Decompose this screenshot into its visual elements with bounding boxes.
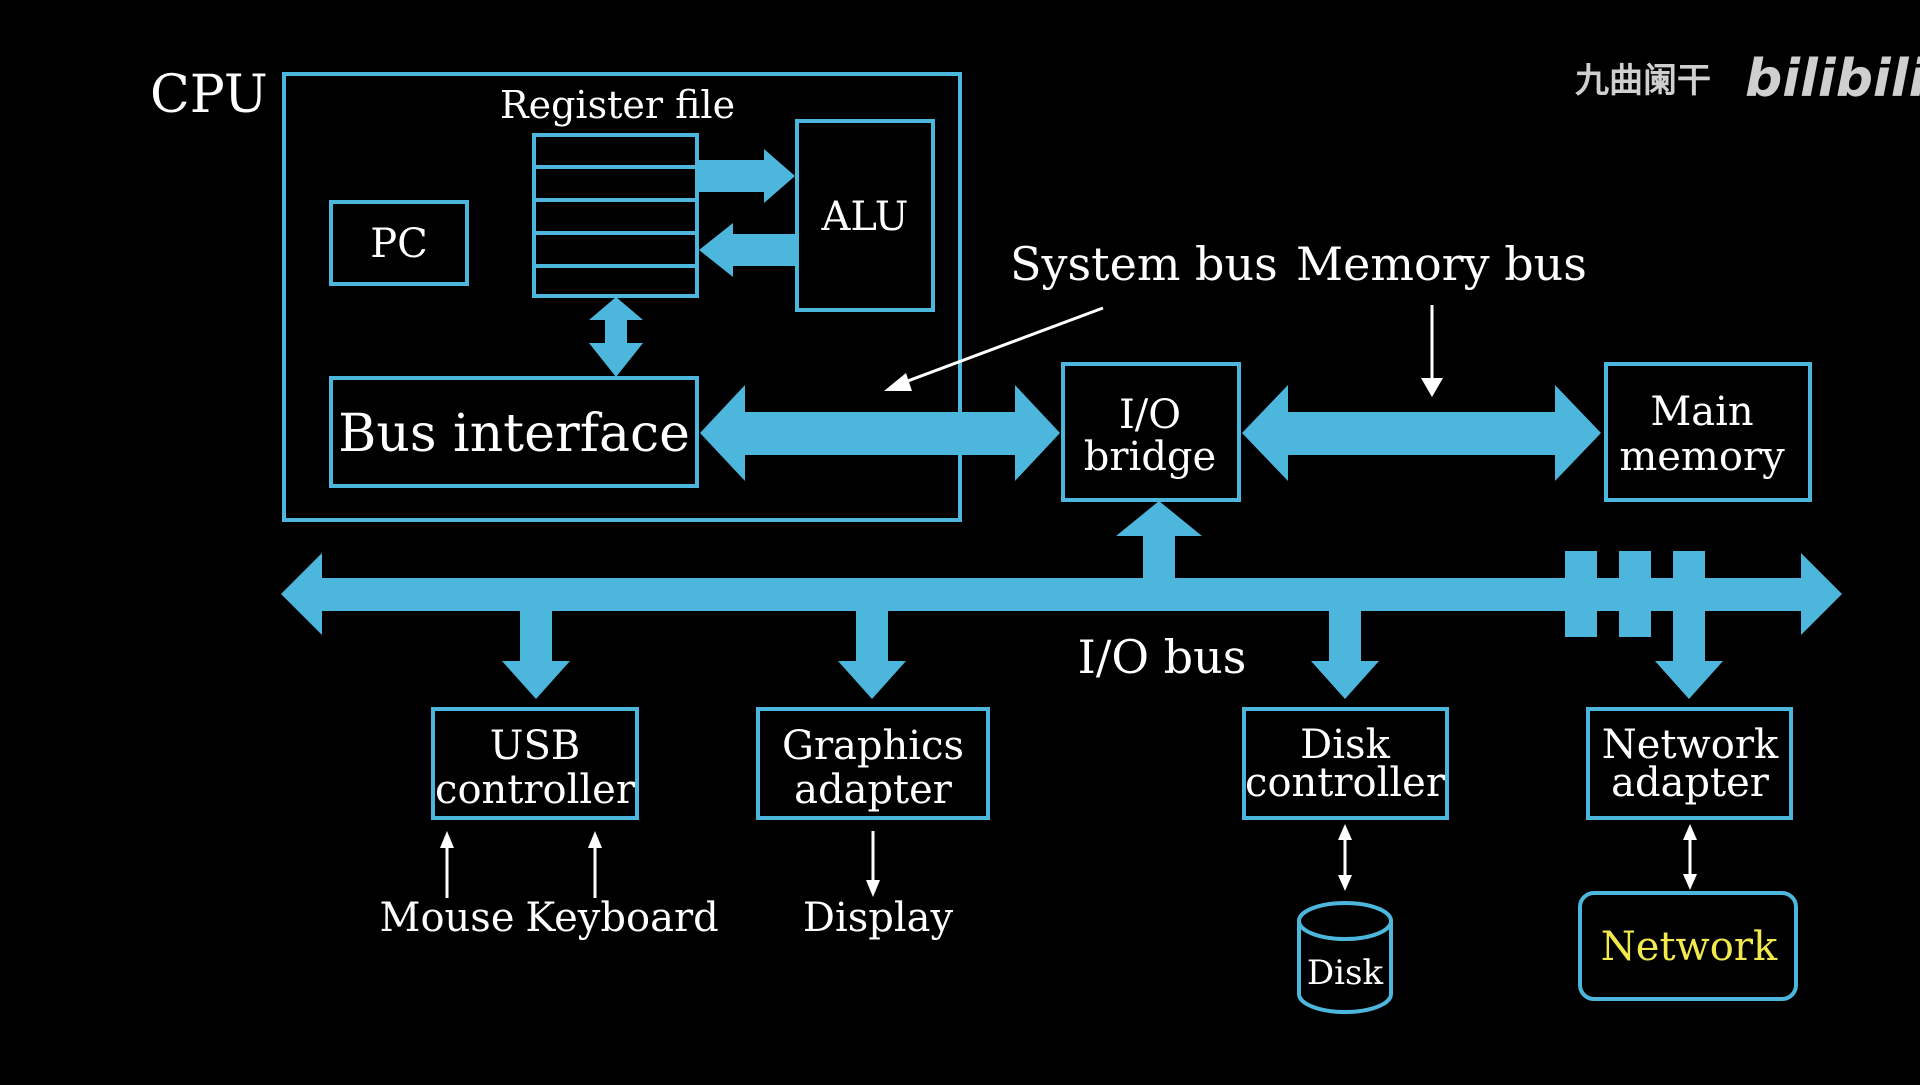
network-adapter-label-line2: adapter — [1611, 760, 1770, 806]
watermark-channel: 九曲阑干 — [1575, 61, 1711, 101]
mouse-label: Mouse — [380, 895, 515, 941]
disk-link-head-down — [1338, 875, 1352, 891]
io-bus-to-usb-arrow — [502, 611, 570, 699]
disk-controller-label-line1: Disk — [1300, 722, 1390, 768]
graphics-adapter-label-line2: adapter — [794, 767, 953, 813]
pc-label: PC — [370, 221, 428, 267]
disk-controller-box — [1242, 707, 1449, 820]
alu-box — [795, 119, 935, 312]
network-adapter-box — [1586, 707, 1793, 820]
network-link-head-down — [1683, 874, 1697, 890]
bus-interface-label: Bus interface — [338, 404, 690, 464]
usb-controller-label-line1: USB — [490, 723, 581, 769]
io-bus — [281, 553, 1842, 635]
network-box — [1578, 891, 1798, 1001]
graphics-adapter-label-line1: Graphics — [782, 723, 964, 769]
keyboard-label: Keyboard — [525, 895, 718, 941]
memory-bus — [1242, 385, 1601, 481]
register-file — [532, 133, 699, 298]
system-bus — [700, 385, 1060, 481]
watermark-site-logo: bilibili — [1745, 49, 1920, 109]
keyboard-arrow-head — [588, 831, 602, 848]
io-bridge-label-line1: I/O — [1119, 392, 1181, 438]
io-bridge-label-line2: bridge — [1084, 434, 1216, 480]
cpu-box — [282, 72, 962, 522]
display-arrow-head — [866, 880, 880, 897]
network-adapter-label-line1: Network — [1602, 722, 1779, 768]
memory-bus-label: Memory bus — [1296, 237, 1587, 291]
io-bus-to-disk-controller-arrow — [1311, 611, 1379, 699]
usb-controller-label-line2: controller — [435, 767, 636, 813]
mouse-arrow-head — [440, 831, 454, 848]
system-bus-label: System bus — [1010, 237, 1278, 291]
io-bus-to-graphics-arrow — [838, 611, 906, 699]
bus-interface-box — [329, 376, 699, 488]
disk-controller-label-line2: controller — [1245, 760, 1446, 806]
disk-label: Disk — [1307, 953, 1384, 993]
pc-box — [329, 200, 469, 286]
io-bridge-box — [1061, 362, 1241, 502]
io-bus-expansion-slots — [1565, 551, 1705, 637]
display-label: Display — [803, 895, 954, 941]
network-link-head-up — [1683, 824, 1697, 840]
system-bus-pointer-line — [896, 306, 1104, 387]
alu-to-register-arrow — [699, 223, 795, 277]
io-bus-to-bridge-arrow — [1116, 501, 1202, 578]
register-to-alu-arrow — [697, 149, 795, 203]
disk-link-head-up — [1338, 824, 1352, 840]
main-memory-box — [1604, 362, 1812, 502]
main-memory-label-line1: Main — [1650, 389, 1753, 435]
io-bus-to-network-adapter-arrow — [1655, 635, 1723, 699]
graphics-adapter-box — [756, 707, 990, 820]
register-bus-interface-arrow — [589, 297, 643, 377]
cpu-label: CPU — [150, 65, 268, 125]
disk-cylinder-icon — [1297, 901, 1393, 1014]
io-bus-label: I/O bus — [1078, 630, 1247, 684]
memory-bus-pointer-head — [1421, 378, 1443, 397]
system-bus-pointer-head — [884, 373, 912, 391]
alu-label: ALU — [821, 194, 909, 240]
usb-controller-box — [431, 707, 639, 820]
network-label: Network — [1601, 924, 1778, 970]
register-file-label: Register file — [500, 83, 735, 127]
main-memory-label-line2: memory — [1619, 434, 1785, 480]
